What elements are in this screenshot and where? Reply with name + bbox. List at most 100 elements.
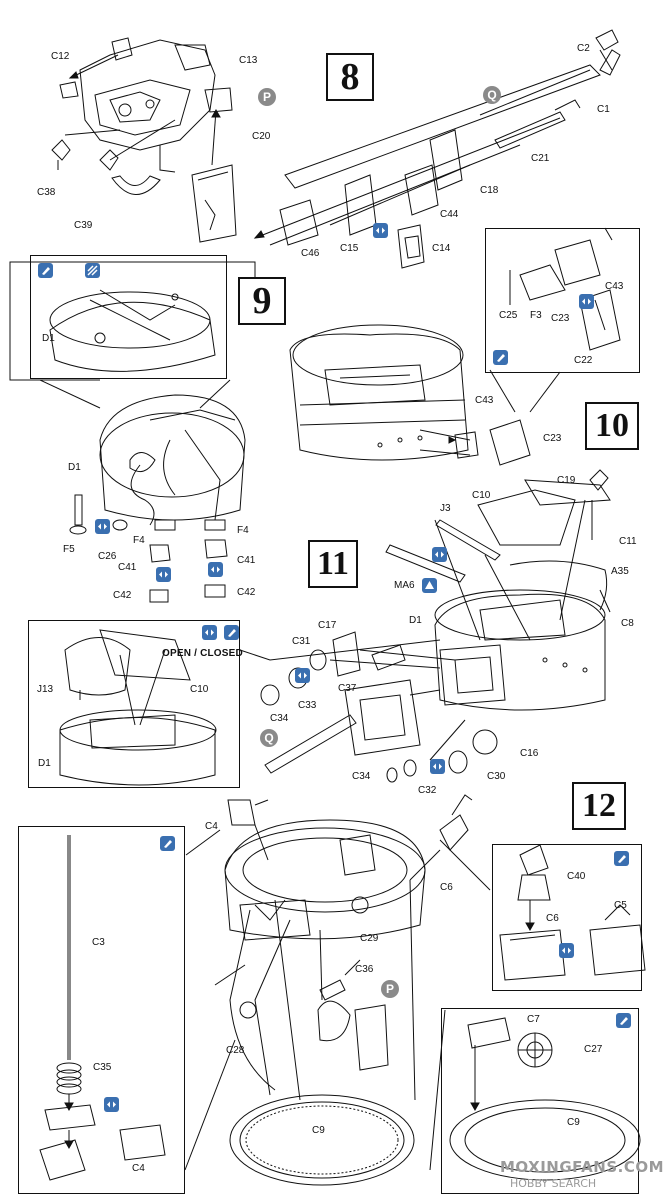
step-number-10: 10 — [585, 402, 639, 450]
part-label-j3: J3 — [440, 503, 451, 514]
part-label-c9: C9 — [312, 1125, 325, 1136]
part-label-c6: C6 — [546, 913, 559, 924]
watermark-brand: HOBBY SEARCH — [510, 1177, 597, 1190]
part-label-f4: F4 — [237, 525, 249, 536]
choice-icon — [295, 668, 310, 683]
choice-icon — [156, 567, 171, 582]
step-number-9: 9 — [238, 277, 286, 325]
part-label-c46: C46 — [301, 248, 320, 259]
part-label-c32: C32 — [418, 785, 437, 796]
cement-icon — [493, 350, 508, 365]
part-label-c41: C41 — [237, 555, 256, 566]
hatched-paint-icon — [85, 263, 100, 278]
marker-q-icon: Q — [483, 86, 501, 104]
part-label-c7: C7 — [527, 1014, 540, 1025]
part-label-c42: C42 — [237, 587, 256, 598]
step12-mount-box — [492, 844, 642, 991]
part-label-c40: C40 — [567, 871, 586, 882]
part-label-c21: C21 — [531, 153, 550, 164]
part-label-j13: J13 — [37, 684, 54, 695]
part-label-c11: C11 — [619, 536, 637, 547]
part-label-c9: C9 — [567, 1117, 580, 1128]
step10-art — [289, 227, 621, 466]
choice-icon — [95, 519, 110, 534]
part-label-c29: C29 — [360, 933, 379, 944]
part-label-c27: C27 — [584, 1044, 603, 1055]
part-label-f3: F3 — [530, 310, 542, 321]
part-label-c35: C35 — [93, 1062, 112, 1073]
part-label-c19: C19 — [557, 475, 576, 486]
part-label-c4: C4 — [132, 1163, 145, 1174]
part-label-c41: C41 — [118, 562, 137, 573]
part-label-c30: C30 — [487, 771, 506, 782]
part-label-ma6: MA6 — [394, 580, 415, 591]
cement-icon — [38, 263, 53, 278]
part-label-c34: C34 — [352, 771, 371, 782]
part-label-c31: C31 — [292, 636, 311, 647]
part-label-c10: C10 — [190, 684, 209, 695]
part-label-c26: C26 — [98, 551, 117, 562]
step12-ring-box — [441, 1008, 639, 1194]
step12-art — [39, 794, 646, 1186]
step11-detail-box — [28, 620, 240, 788]
part-label-c37: C37 — [338, 683, 357, 694]
step9-art — [9, 261, 256, 603]
part-label-c16: C16 — [520, 748, 539, 759]
part-label-c28: C28 — [226, 1045, 245, 1056]
part-label-c43: C43 — [475, 395, 494, 406]
part-label-c23: C23 — [551, 313, 570, 324]
part-label-c10: C10 — [472, 490, 491, 501]
choice-icon — [208, 562, 223, 577]
part-label-c33: C33 — [298, 700, 317, 711]
choice-icon — [432, 547, 447, 562]
part-label-c6: C6 — [440, 882, 453, 893]
part-label-d1: D1 — [409, 615, 422, 626]
marker-p-icon: P — [381, 980, 399, 998]
open-closed-note: OPEN / CLOSED — [162, 648, 243, 659]
part-label-c22: C22 — [574, 355, 593, 366]
part-label-c23: C23 — [543, 433, 562, 444]
marker-p-icon: P — [258, 88, 276, 106]
part-label-c42: C42 — [113, 590, 132, 601]
cement-icon — [160, 836, 175, 851]
step9-detail-box — [30, 255, 227, 379]
part-label-f4: F4 — [133, 535, 145, 546]
open-closed-choice-icon — [202, 625, 217, 640]
part-label-c44: C44 — [440, 209, 459, 220]
part-label-c13: C13 — [239, 55, 258, 66]
part-label-c17: C17 — [318, 620, 337, 631]
part-label-d1: D1 — [68, 462, 81, 473]
part-label-c34: C34 — [270, 713, 289, 724]
part-label-a35: A35 — [611, 566, 629, 577]
marker-q-icon: Q — [260, 729, 278, 747]
cement-icon — [614, 851, 629, 866]
choice-icon — [430, 759, 445, 774]
part-label-c12: C12 — [51, 51, 70, 62]
part-label-d1: D1 — [38, 758, 51, 769]
step-number-11: 11 — [308, 540, 358, 588]
choice-icon — [104, 1097, 119, 1112]
part-label-c14: C14 — [432, 243, 451, 254]
part-label-c1: C1 — [597, 104, 610, 115]
watermark-site: MOXINGFANS.COM — [500, 1158, 663, 1176]
part-label-c20: C20 — [252, 131, 271, 142]
warning-icon — [422, 578, 437, 593]
part-label-c36: C36 — [355, 964, 374, 975]
step-number-12: 12 — [572, 782, 626, 830]
part-label-c15: C15 — [340, 243, 359, 254]
cement-icon — [616, 1013, 631, 1028]
part-label-d1: D1 — [42, 333, 55, 344]
part-label-f5: F5 — [63, 544, 75, 555]
part-label-c38: C38 — [37, 187, 56, 198]
choice-icon — [373, 223, 388, 238]
part-label-c43: C43 — [605, 281, 624, 292]
step-number-8: 8 — [326, 53, 374, 101]
part-label-c3: C3 — [92, 937, 105, 948]
part-label-c25: C25 — [499, 310, 518, 321]
part-label-c2: C2 — [577, 43, 590, 54]
part-label-c8: C8 — [621, 618, 634, 629]
part-label-c39: C39 — [74, 220, 93, 231]
part-label-c5: C5 — [614, 900, 627, 911]
